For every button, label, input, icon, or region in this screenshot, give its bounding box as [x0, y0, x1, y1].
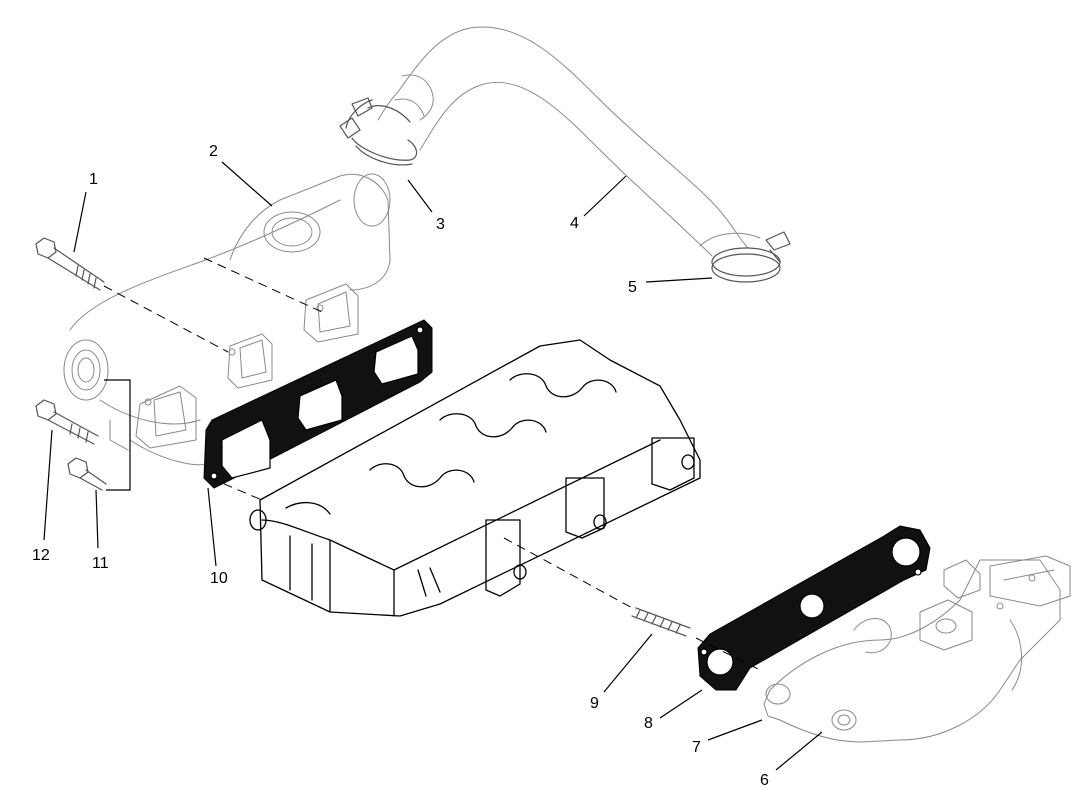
callout-7: 7	[692, 739, 701, 756]
callout-11: 11	[92, 555, 109, 572]
callout-9: 9	[590, 695, 599, 712]
bolt-11	[67, 457, 107, 491]
callout-3: 3	[436, 216, 445, 233]
hose-clamp-lower	[711, 231, 791, 283]
callout-12: 12	[32, 547, 50, 564]
bolt-12	[35, 399, 99, 445]
callout-5: 5	[628, 279, 637, 296]
stud-9	[631, 607, 691, 637]
callout-6: 6	[760, 772, 769, 789]
callout-4: 4	[570, 215, 579, 232]
intake-manifold-right	[763, 555, 1071, 743]
hose-clamp-upper	[339, 97, 418, 166]
leader-lines	[43, 161, 823, 771]
gasket-left	[203, 319, 433, 489]
callout-8: 8	[644, 715, 653, 732]
cylinder-head	[249, 339, 701, 617]
exhaust-manifold-left	[63, 173, 391, 466]
alignment-lines	[103, 257, 761, 671]
callout-2: 2	[209, 143, 218, 160]
gasket-right	[697, 525, 931, 691]
callout-10: 10	[210, 570, 228, 587]
bolt-1	[35, 237, 105, 291]
callout-1: 1	[89, 171, 98, 188]
callout-labels: 1 2 3 4 5 6 7 8 9 10 11 12	[32, 143, 769, 789]
exhaust-pipe	[377, 26, 761, 257]
